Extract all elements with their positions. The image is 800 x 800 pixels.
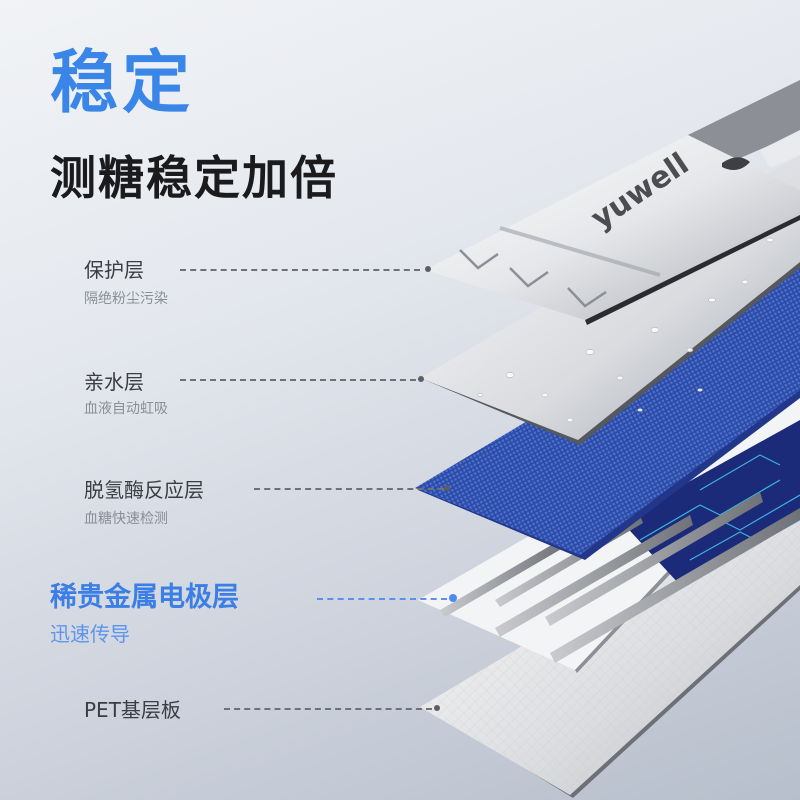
layer-label-enzyme: 脱氢酶反应层: [84, 478, 204, 502]
layer-label-protective: 保护层: [84, 258, 144, 282]
protective-layer: yuwell: [425, 80, 800, 325]
page-title: 稳定: [50, 44, 195, 123]
leader-dot-electrode: [449, 594, 457, 602]
leader-dot-hydrophilic: [418, 376, 424, 382]
drop-icon: [722, 157, 750, 171]
leader-line-enzyme: [254, 488, 444, 490]
leader-line-electrode: [317, 598, 447, 600]
layer-desc-protective: 隔绝粉尘污染: [84, 291, 168, 307]
leader-dot-protective: [425, 266, 431, 272]
layer-desc-enzyme: 血糖快速检测: [84, 511, 168, 527]
leader-line-hydrophilic: [180, 379, 416, 381]
layer-desc-electrode: 迅速传导: [50, 622, 130, 646]
layer-label-electrode: 稀贵金属电极层: [50, 582, 239, 613]
layer-label-hydrophilic: 亲水层: [84, 370, 144, 394]
layer-label-pet-base: PET基层板: [84, 698, 181, 722]
page-subtitle: 测糖稳定加倍: [50, 151, 338, 205]
leader-dot-enzyme: [444, 485, 450, 491]
leader-dot-pet-base: [434, 705, 440, 711]
leader-line-protective: [180, 269, 420, 271]
layer-desc-hydrophilic: 血液自动虹吸: [84, 401, 168, 417]
leader-line-pet-base: [224, 708, 432, 710]
